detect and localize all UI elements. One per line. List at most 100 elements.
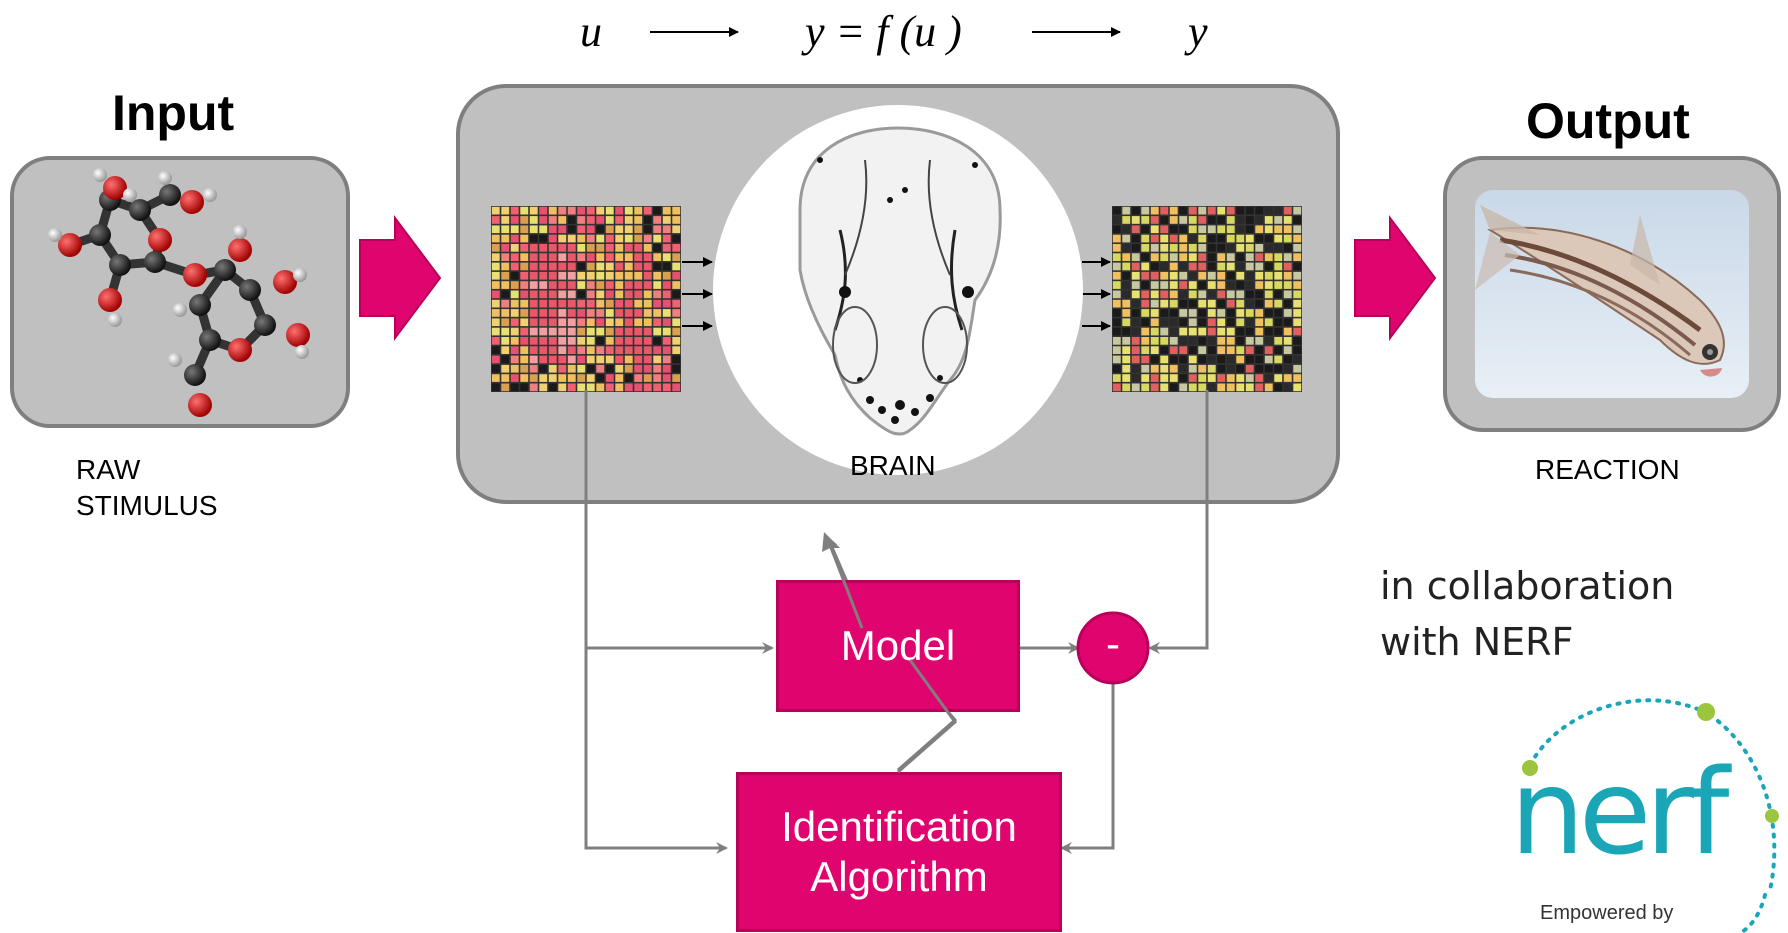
matrix-cell <box>1188 299 1197 308</box>
matrix-cell <box>1112 271 1121 280</box>
matrix-cell <box>567 309 576 317</box>
matrix-cell <box>624 244 633 252</box>
matrix-cell <box>577 234 586 243</box>
matrix-cell <box>653 364 662 373</box>
matrix-cell <box>1264 327 1273 336</box>
matrix-cell <box>548 216 557 224</box>
matrix-cell <box>1236 337 1245 345</box>
matrix-cell <box>634 225 643 234</box>
matrix-cell <box>1226 206 1235 215</box>
matrix-cell <box>1150 253 1159 261</box>
matrix-cell <box>615 290 624 299</box>
matrix-cell <box>567 318 576 327</box>
matrix-cell <box>1179 299 1188 308</box>
matrix-cell <box>558 374 567 382</box>
matrix-cell <box>1293 318 1302 327</box>
matrix-cell <box>1236 299 1245 308</box>
matrix-cell <box>1283 309 1292 317</box>
matrix-cell <box>1236 271 1245 280</box>
matrix-cell <box>1245 346 1254 354</box>
matrix-cell <box>596 262 605 271</box>
matrix-cell <box>1293 234 1302 243</box>
matrix-cell <box>643 281 652 289</box>
matrix-cell <box>672 244 681 252</box>
matrix-cell <box>520 374 529 382</box>
matrix-cell <box>567 244 576 252</box>
matrix-cell <box>1255 364 1264 373</box>
matrix-cell <box>653 271 662 280</box>
matrix-cell <box>539 374 548 382</box>
matrix-cell <box>1160 271 1169 280</box>
input-matrix <box>491 206 681 392</box>
matrix-cell <box>1274 225 1283 234</box>
matrix-cell <box>491 327 500 336</box>
matrix-cell <box>643 299 652 308</box>
matrix-cell <box>567 364 576 373</box>
matrix-cell <box>1122 206 1131 215</box>
matrix-cell <box>605 225 614 234</box>
matrix-cell <box>558 225 567 234</box>
matrix-cell <box>672 355 681 364</box>
matrix-cell <box>643 290 652 299</box>
matrix-cell <box>520 383 529 392</box>
matrix-cell <box>672 346 681 354</box>
matrix-cell <box>510 290 519 299</box>
matrix-cell <box>605 327 614 336</box>
matrix-cell <box>1283 327 1292 336</box>
matrix-cell <box>1141 318 1150 327</box>
matrix-cell <box>1141 262 1150 271</box>
input-arrow-icon <box>359 215 442 341</box>
matrix-cell <box>1179 318 1188 327</box>
matrix-cell <box>1226 364 1235 373</box>
matrix-cell <box>539 290 548 299</box>
matrix-cell <box>596 309 605 317</box>
matrix-cell <box>653 281 662 289</box>
matrix-cell <box>1169 234 1178 243</box>
matrix-cell <box>539 206 548 215</box>
nerf-logo-ring <box>1522 698 1779 933</box>
matrix-cell <box>529 290 538 299</box>
matrix-cell <box>520 318 529 327</box>
matrix-cell <box>1274 355 1283 364</box>
matrix-cell <box>1160 281 1169 289</box>
nerf-logo: nerf Empowered by <box>1470 690 1788 933</box>
matrix-cell <box>1198 364 1207 373</box>
matrix-cell <box>520 206 529 215</box>
matrix-cell <box>1122 262 1131 271</box>
matrix-cell <box>586 355 595 364</box>
matrix-cell <box>1293 364 1302 373</box>
matrix-cell <box>567 262 576 271</box>
matrix-cell <box>605 346 614 354</box>
matrix-cell <box>539 253 548 261</box>
matrix-cell <box>558 206 567 215</box>
matrix-cell <box>1274 253 1283 261</box>
matrix-input-arrows <box>682 257 713 331</box>
matrix-cell <box>662 262 671 271</box>
matrix-cell <box>529 337 538 345</box>
matrix-cell <box>567 355 576 364</box>
matrix-cell <box>510 225 519 234</box>
matrix-cell <box>558 271 567 280</box>
matrix-cell <box>1141 374 1150 382</box>
matrix-cell <box>1226 253 1235 261</box>
matrix-cell <box>501 281 510 289</box>
nerf-tagline: Empowered by <box>1540 902 1674 924</box>
matrix-cell <box>510 364 519 373</box>
matrix-cell <box>558 327 567 336</box>
matrix-cell <box>491 346 500 354</box>
matrix-cell <box>1293 346 1302 354</box>
matrix-cell <box>596 337 605 345</box>
matrix-cell <box>1112 262 1121 271</box>
matrix-cell <box>643 383 652 392</box>
matrix-cell <box>520 271 529 280</box>
matrix-cell <box>605 309 614 317</box>
matrix-cell <box>510 299 519 308</box>
matrix-cell <box>653 253 662 261</box>
matrix-cell <box>510 346 519 354</box>
matrix-cell <box>1131 309 1140 317</box>
brain-image <box>713 105 1083 475</box>
matrix-cell <box>634 299 643 308</box>
matrix-cell <box>491 271 500 280</box>
matrix-cell <box>1245 262 1254 271</box>
matrix-cell <box>577 327 586 336</box>
